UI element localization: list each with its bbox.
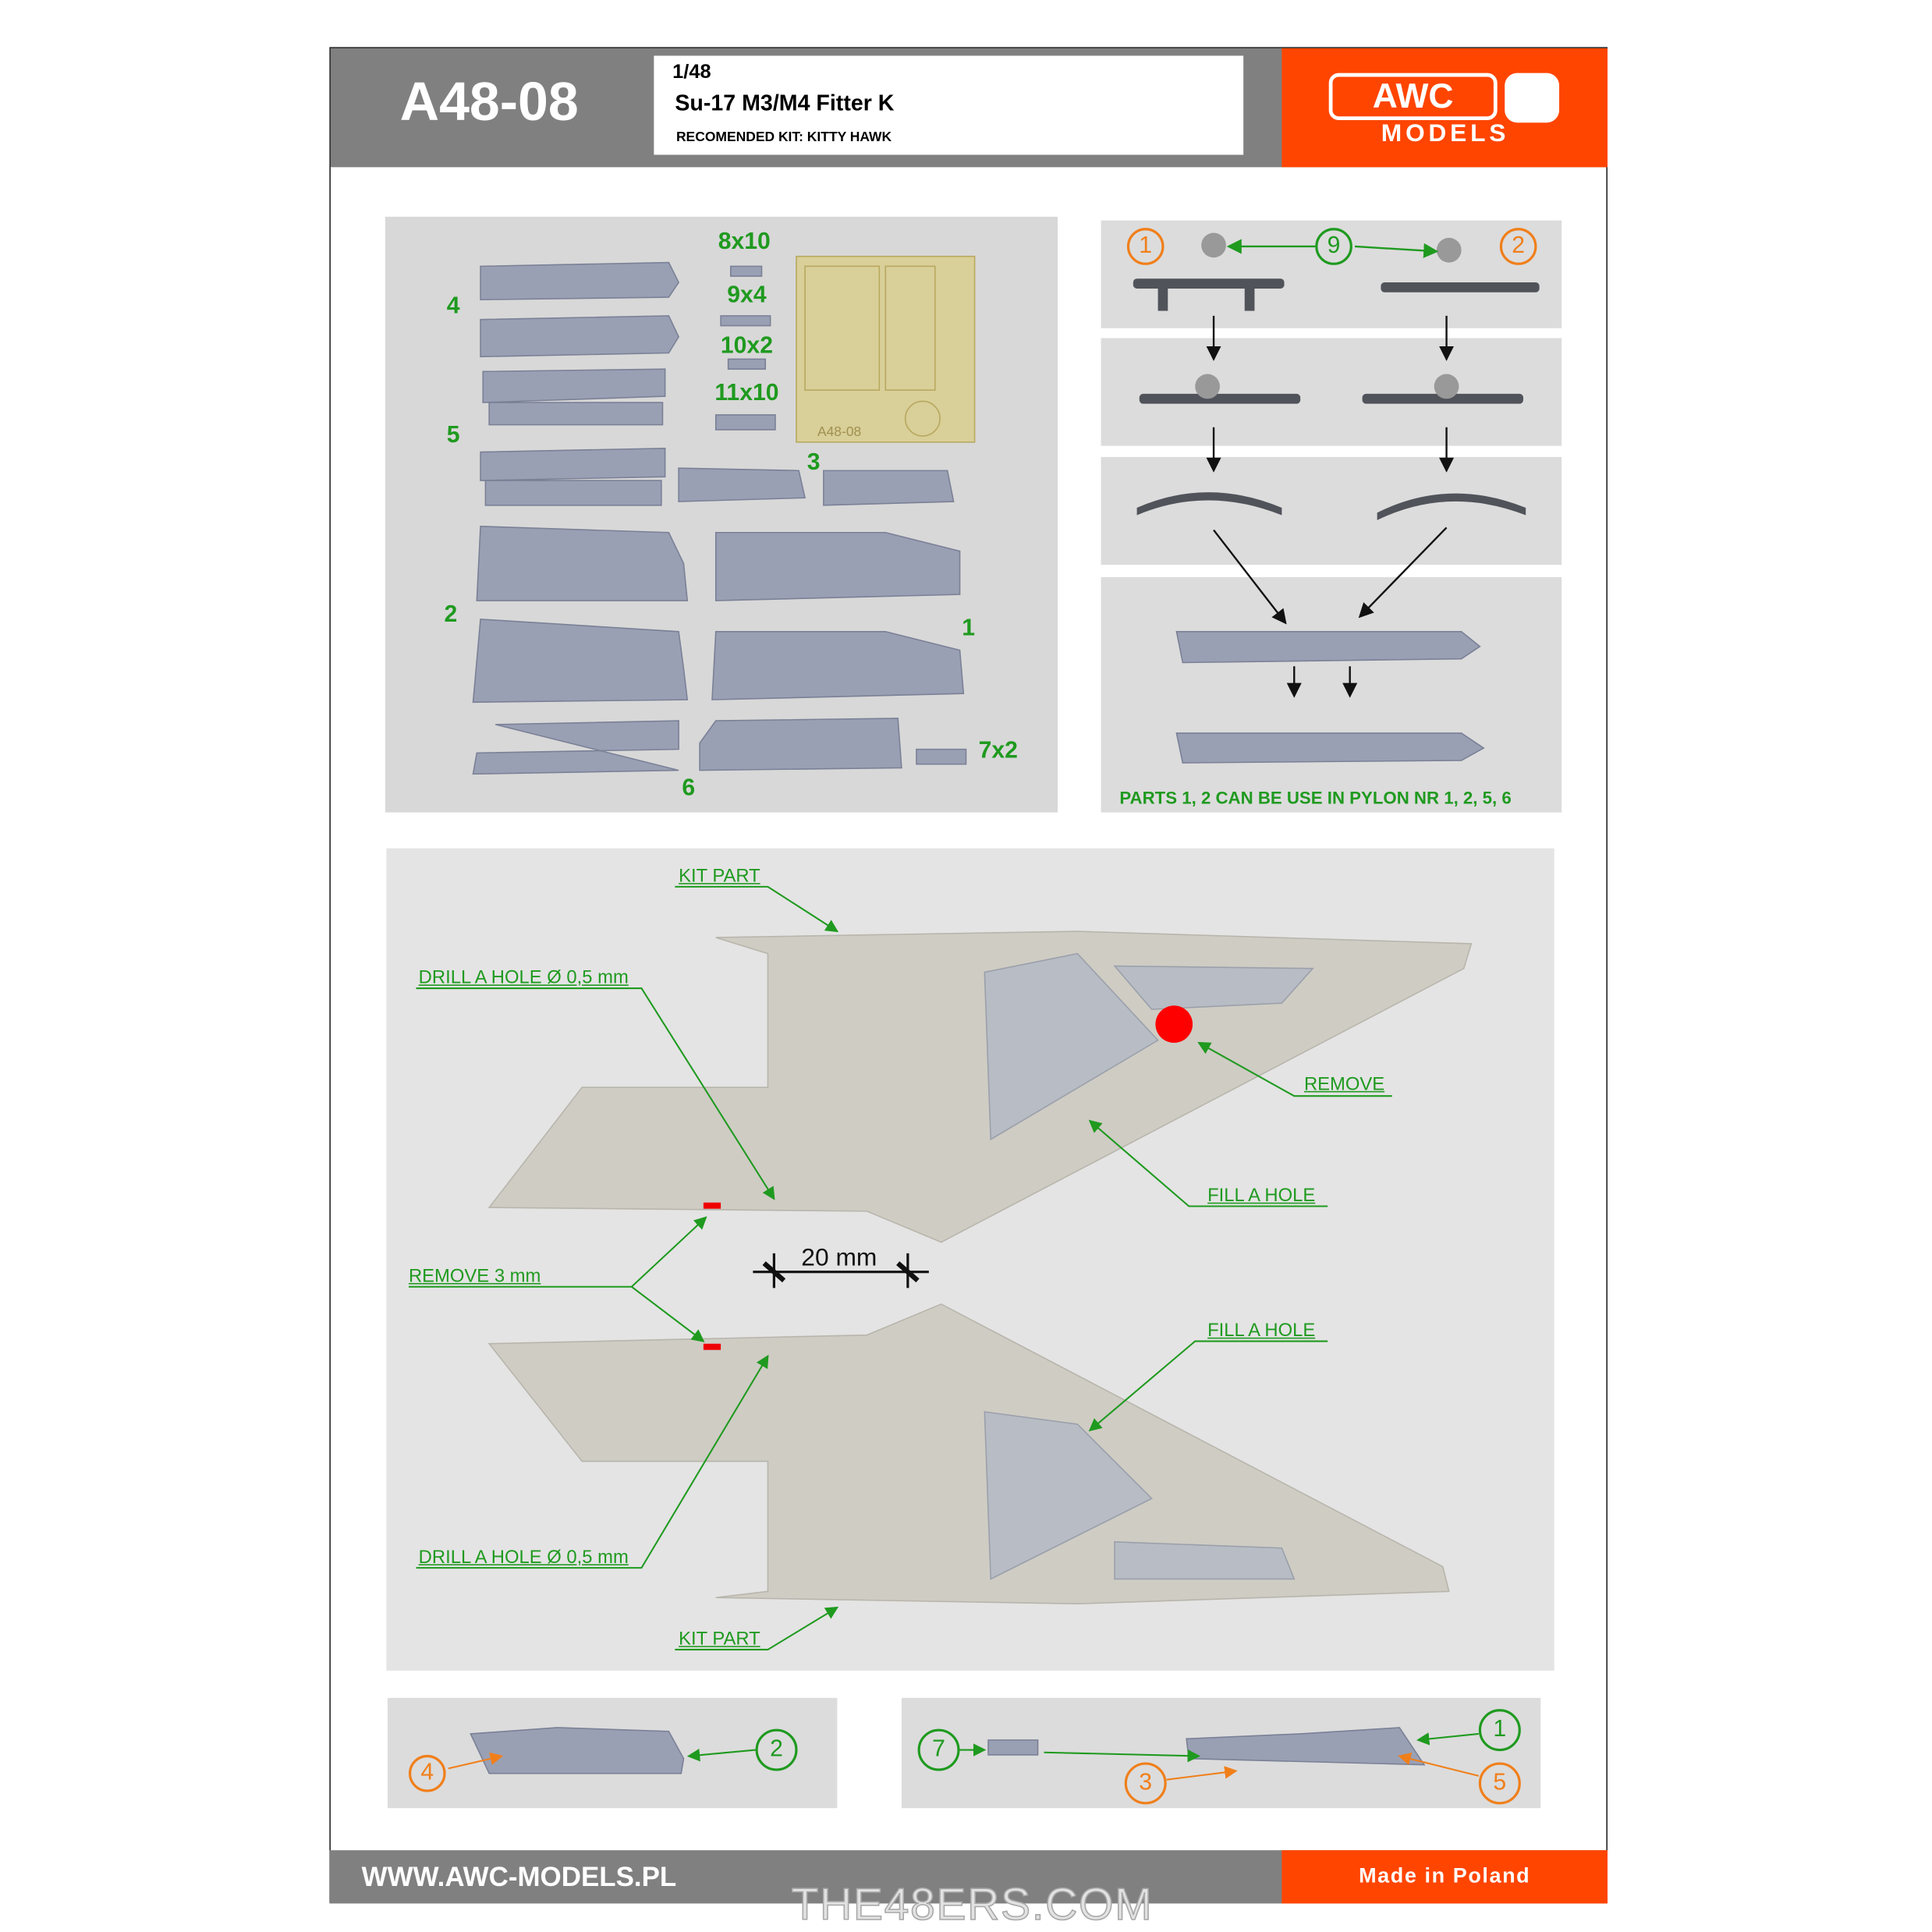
part-label-5: 5 bbox=[446, 422, 460, 448]
kit-wings bbox=[487, 931, 1473, 1604]
fill-hole-label-top: FILL A HOLE bbox=[1207, 1185, 1316, 1207]
title-box: 1/48 Su-17 M3/M4 Fitter K RECOMENDED KIT… bbox=[654, 55, 1244, 155]
pylon-note: PARTS 1, 2 CAN BE USE IN PYLON NR 1, 2, … bbox=[1119, 787, 1512, 808]
made-in-badge: Made in Poland bbox=[1282, 1850, 1608, 1904]
made-in-label: Made in Poland bbox=[1359, 1863, 1531, 1888]
part-label-9x4: 9x4 bbox=[727, 282, 767, 309]
dimension-20mm bbox=[753, 1253, 929, 1289]
part-label-8x10: 8x10 bbox=[718, 229, 771, 256]
remove-marker bbox=[1155, 1005, 1193, 1043]
part-label-3: 3 bbox=[806, 449, 821, 476]
callout-2: 2 bbox=[1499, 228, 1537, 265]
fret-label: A48-08 bbox=[817, 424, 862, 440]
footer-bar: WWW.AWC-MODELS.PL Made in Poland bbox=[329, 1850, 1608, 1904]
callout-1-bottom: 1 bbox=[1478, 1709, 1521, 1752]
part-label-6: 6 bbox=[682, 775, 696, 802]
callout-3: 3 bbox=[1124, 1762, 1167, 1805]
drill-label-top: DRILL A HOLE Ø 0,5 mm bbox=[418, 967, 629, 989]
part-label-7x2: 7x2 bbox=[978, 738, 1018, 764]
callout-9: 9 bbox=[1315, 228, 1352, 265]
part-label-11x10: 11x10 bbox=[714, 380, 779, 406]
part-label-4: 4 bbox=[446, 293, 460, 320]
product-code: A48-08 bbox=[399, 72, 579, 133]
recommended-kit: RECOMENDED KIT: KITTY HAWK bbox=[675, 129, 892, 145]
scale-label: 1/48 bbox=[672, 62, 711, 83]
remove-label: REMOVE bbox=[1303, 1073, 1385, 1095]
part-label-10x2: 10x2 bbox=[720, 333, 774, 360]
resin-parts bbox=[470, 261, 1485, 1774]
watermark: THE48ERS.COM bbox=[791, 1878, 1154, 1930]
part-label-2: 2 bbox=[444, 601, 458, 629]
kit-part-label-bottom: KIT PART bbox=[679, 1628, 760, 1650]
callout-5: 5 bbox=[1478, 1762, 1521, 1805]
fill-hole-label-bottom: FILL A HOLE bbox=[1207, 1320, 1316, 1342]
callout-4: 4 bbox=[408, 1754, 446, 1792]
metal-parts bbox=[1133, 232, 1540, 520]
drill-label-bottom: DRILL A HOLE Ø 0,5 mm bbox=[418, 1547, 629, 1569]
callout-1: 1 bbox=[1126, 228, 1165, 265]
callout-7: 7 bbox=[917, 1728, 960, 1771]
step-4-photo bbox=[1101, 576, 1562, 813]
dimension-label: 20 mm bbox=[801, 1244, 877, 1272]
callout-2-bottom: 2 bbox=[755, 1728, 798, 1771]
website-link[interactable]: WWW.AWC-MODELS.PL bbox=[361, 1861, 677, 1893]
kit-part-label-top: KIT PART bbox=[679, 865, 760, 887]
step-2-photo bbox=[1101, 338, 1562, 446]
product-title: Su-17 M3/M4 Fitter K bbox=[675, 90, 895, 115]
remove-3mm-label: REMOVE 3 mm bbox=[408, 1265, 541, 1287]
part-label-1: 1 bbox=[962, 615, 976, 642]
awc-logo: AWC MODELS bbox=[1282, 48, 1608, 168]
step-3-photo bbox=[1101, 456, 1562, 565]
